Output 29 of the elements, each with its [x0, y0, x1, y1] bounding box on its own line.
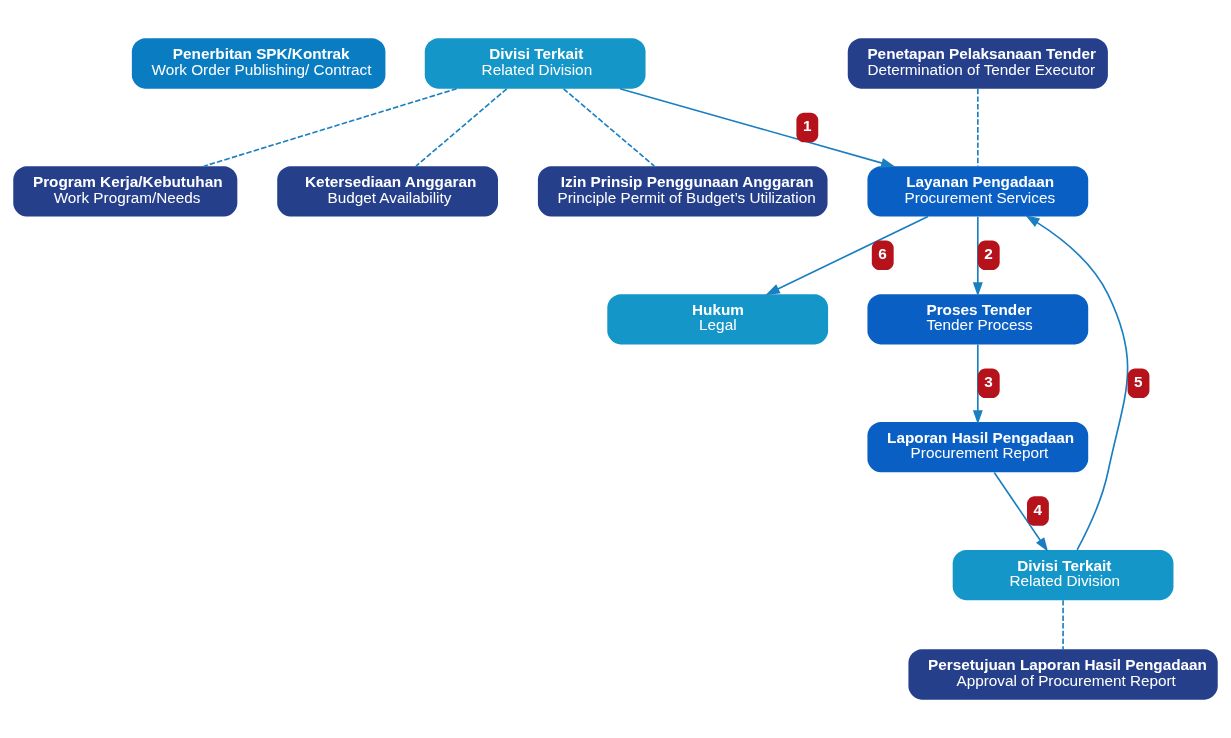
- arrow: [619, 87, 896, 168]
- edge-label: 3: [984, 372, 993, 390]
- arrow: [1025, 215, 1129, 551]
- node-box: Persetujuan Laporan Hasil Pengadaan Approval of Procurement Report: [908, 649, 1218, 700]
- connector: [562, 88, 656, 167]
- arrow: [765, 215, 929, 296]
- edge-label: 5: [1134, 372, 1143, 390]
- node-box: Divisi Terkait Related Division: [424, 38, 646, 89]
- connector: [977, 88, 979, 167]
- node-box: Ketersediaan Anggaran Budget Availability: [277, 166, 498, 217]
- edge-label: 6: [878, 244, 887, 262]
- node-box: Penerbitan SPK/Kontrak Work Order Publishing/ Contract: [131, 38, 386, 89]
- node-box: Hukum Legal: [607, 294, 829, 345]
- node-box: Laporan Hasil Pengadaan Procurement Report: [867, 422, 1089, 473]
- node-box: Layanan Pengadaan Procurement Services: [867, 166, 1089, 217]
- node-box: Izin Prinsip Penggunaan Anggaran Principle Permit of Budget’s Utilization: [537, 166, 828, 217]
- arrow: [972, 343, 983, 425]
- node-box: Proses Tender Tender Process: [867, 294, 1089, 345]
- node-box: Divisi Terkait Related Division: [952, 549, 1174, 601]
- node-box: Penetapan Pelaksanaan Tender Determination of Tender Executor: [847, 38, 1108, 89]
- edge-label: 1: [802, 116, 812, 134]
- arrow: [993, 471, 1049, 552]
- arrow: [972, 215, 983, 297]
- connector: [203, 87, 458, 167]
- connector: [1062, 599, 1064, 651]
- connector: [415, 88, 508, 167]
- edge-label: 2: [984, 244, 993, 262]
- node-box: Program Kerja/Kebutuhan Work Program/Needs: [13, 166, 238, 217]
- edge-label: 4: [1033, 500, 1043, 518]
